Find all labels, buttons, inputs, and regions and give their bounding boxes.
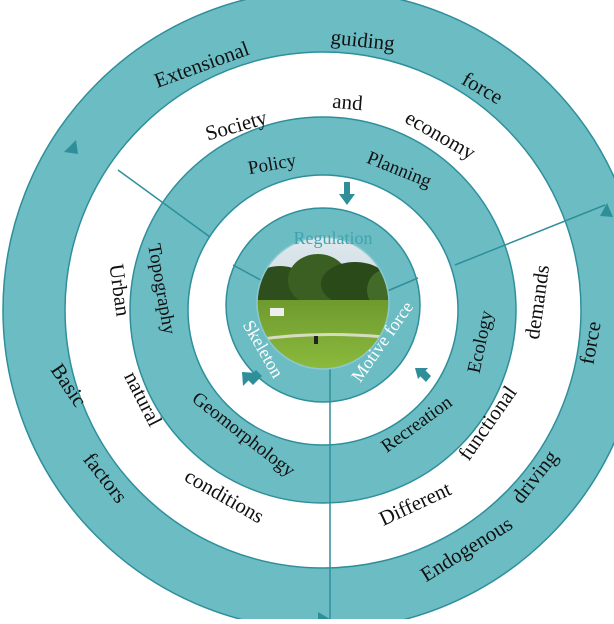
sector-dividers: [117, 169, 606, 619]
inward-arrows: [242, 182, 431, 386]
divider-core-right: [384, 277, 419, 293]
divider-left-outer: [117, 169, 211, 238]
arrow-left-icon: [415, 368, 431, 382]
arrow-head-icon: [600, 203, 613, 217]
core-top-label: Regulation: [294, 228, 373, 248]
divider-right-outer: [454, 204, 606, 266]
arrow-down-icon: [339, 182, 355, 205]
arrow-head-icon: [64, 140, 78, 154]
arrow-up-left-icon: [242, 370, 262, 386]
second-top-word-2: and: [331, 89, 364, 116]
photo-frame: [256, 236, 390, 370]
